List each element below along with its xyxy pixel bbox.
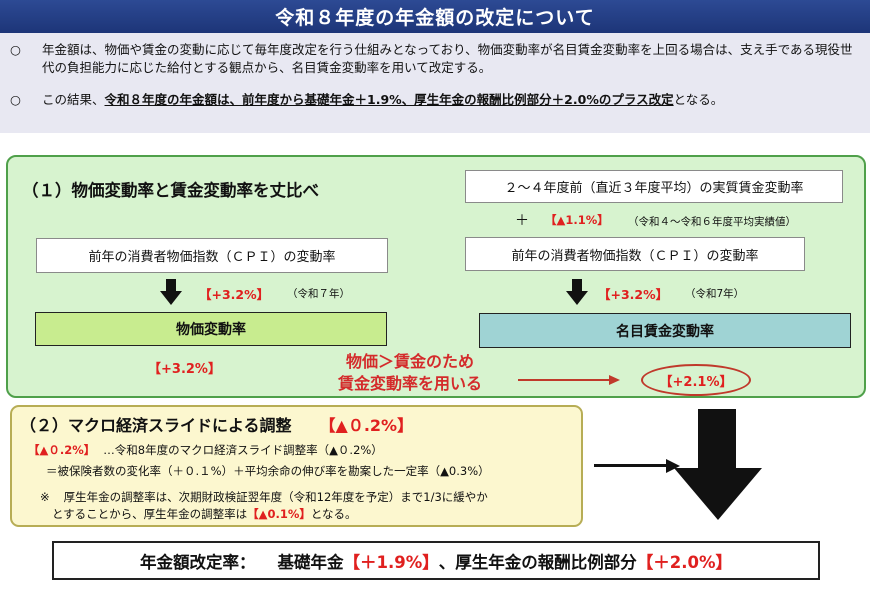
real-wage-note: （令和４～令和６年度平均実績値） [628,216,796,228]
final-basic-label: 基礎年金 [277,552,344,572]
comparison-note: 物価＞賃金のため 賃金変動率を用いる [310,351,510,395]
comparison-line-1: 物価＞賃金のため [345,352,474,371]
macro-slide-note-1: ※ 厚生年金の調整率は、次期財政検証翌年度（令和12年度を予定）まで1/3に緩やか [40,489,488,505]
macro-slide-rate-text: …令和8年度のマクロ経済スライド調整率（▲０.2%） [103,443,383,457]
note-line-2-prefix: とすることから、厚生年金の調整率は [52,507,248,521]
final-label: 年金額改定率： [139,552,256,572]
down-arrow-icon [566,279,588,305]
final-basic-value: 【＋1.9%】 [343,552,439,572]
intro-p2-suffix: となる。 [673,92,724,107]
section2-heading-value: 【▲０.2%】 [319,416,414,435]
macro-slide-rate-line: 【▲０.2%】 …令和8年度のマクロ経済スライド調整率（▲０.2%） [28,442,383,458]
comparison-line-2: 賃金変動率を用いる [337,374,482,393]
bullet-mark: ○ [10,92,21,107]
real-wage-box: ２～４年度前（直近３年度平均）の実質賃金変動率 [465,170,843,203]
final-revision-rate: 年金額改定率： 基礎年金 【＋1.9%】 、 厚生年金の報酬比例部分 【＋2.0… [52,541,820,580]
intro-paragraph-2: この結果、令和８年度の年金額は、前年度から基礎年金＋1.9%、厚生年金の報酬比例… [42,91,860,109]
intro-bullet-2: ○ この結果、令和８年度の年金額は、前年度から基礎年金＋1.9%、厚生年金の報酬… [10,91,860,109]
note-line-2-value: 【▲0.1%】 [247,507,311,521]
note-line-2-suffix: となる。 [310,507,357,521]
price-change-rate-value: 【+3.2%】 [148,362,221,377]
comparison-panel: （１）物価変動率と賃金変動率を丈比べ 前年の消費者物価指数（ＣＰＩ）の変動率 【… [6,155,866,398]
big-down-arrow-icon [674,409,762,520]
section1-heading: （１）物価変動率と賃金変動率を丈比べ [22,181,319,200]
macro-slide-panel: （２）マクロ経済スライドによる調整【▲０.2%】 【▲０.2%】…令和8年度のマ… [10,405,583,527]
left-cpi-box: 前年の消費者物価指数（ＣＰＩ）の変動率 [36,238,388,273]
nominal-wage-rate-value: 【+2.1%】 [641,364,751,396]
price-change-rate-box: 物価変動率 [35,312,387,346]
nominal-wage-rate-value-text: 【+2.1%】 [659,374,733,390]
intro-section: ○ 年金額は、物価や賃金の変動に応じて毎年度改定を行う仕組みとなっており、物価変… [0,33,870,133]
macro-slide-note-2: とすることから、厚生年金の調整率は【▲0.1%】となる。 [52,506,357,522]
left-cpi-year: （令和７年） [287,288,350,300]
right-cpi-value: 【+3.2%】 [598,287,669,302]
final-employee-label: 厚生年金の報酬比例部分 [455,552,637,572]
section2-heading: （２）マクロ経済スライドによる調整 【▲０.2%】 [20,412,413,436]
intro-p2-prefix: この結果、 [42,92,105,107]
real-wage-value: 【▲1.1%】 [545,213,609,227]
final-separator: 、 [438,552,456,572]
section2-heading-text: （２）マクロ経済スライドによる調整 [20,416,292,435]
final-employee-value: 【＋2.0%】 [636,552,733,572]
right-cpi-box: 前年の消費者物価指数（ＣＰＩ）の変動率 [465,237,805,271]
note-line-1: 厚生年金の調整率は、次期財政検証翌年度（令和12年度を予定）まで1/3に緩やか [63,490,488,504]
right-arrow-icon [594,459,680,473]
bullet-mark: ○ [10,42,21,57]
intro-paragraph-1: 年金額は、物価や賃金の変動に応じて毎年度改定を行う仕組みとなっており、物価変動率… [42,42,853,75]
macro-slide-formula: ＝被保険者数の変化率（＋０.１%）＋平均余命の伸び率を勘案した一定率（▲0.3%… [46,464,490,478]
nominal-wage-rate-box: 名目賃金変動率 [479,313,851,348]
macro-slide-rate-value: 【▲０.2%】 [28,443,96,457]
page-title: 令和８年度の年金額の改定について [0,0,870,33]
right-arrow-icon [518,375,620,385]
plus-sign: ＋ [515,213,529,229]
left-cpi-value: 【+3.2%】 [199,287,270,302]
intro-bullet-1: ○ 年金額は、物価や賃金の変動に応じて毎年度改定を行う仕組みとなっており、物価変… [10,41,860,77]
note-mark: ※ [40,490,50,504]
down-arrow-icon [160,279,182,305]
intro-p2-emphasis: 令和８年度の年金額は、前年度から基礎年金＋1.9%、厚生年金の報酬比例部分＋2.… [104,92,674,107]
right-cpi-year: （令和7年） [685,288,745,300]
